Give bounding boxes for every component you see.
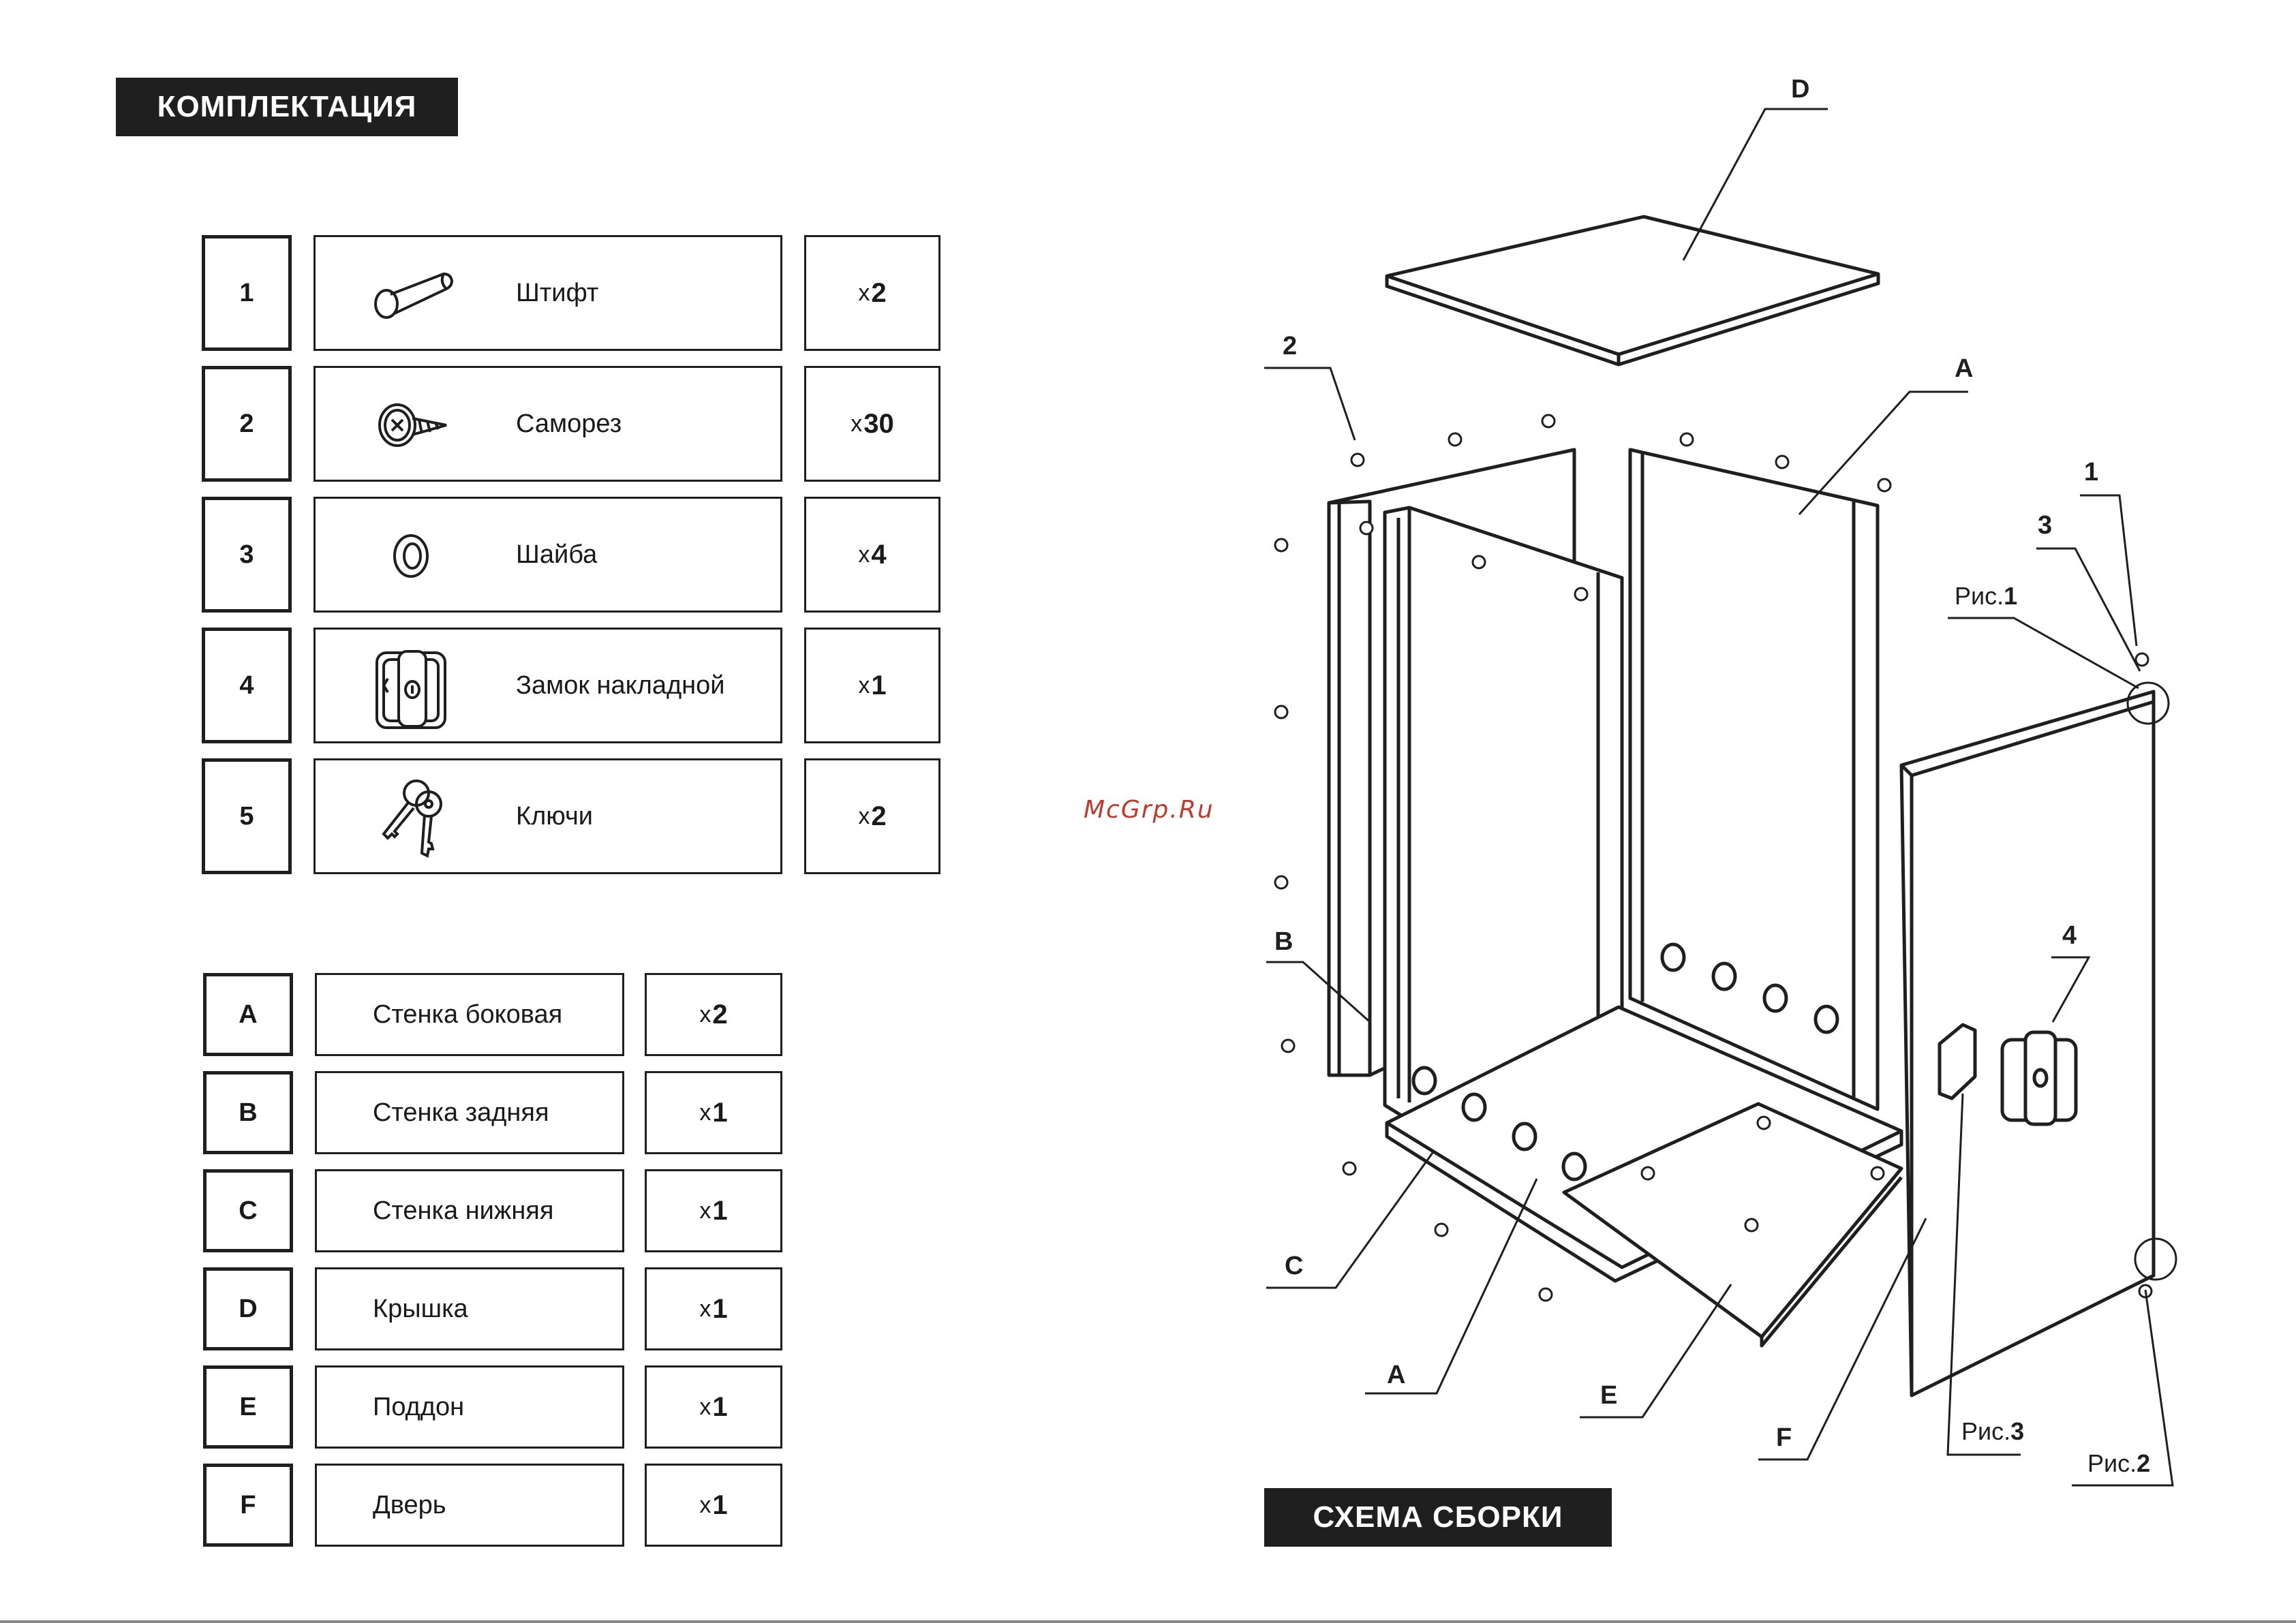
fig2-num: 2 [2137, 1449, 2150, 1477]
fig2-prefix: Рис. [2087, 1449, 2137, 1477]
callout-fig3: Рис.3 [1961, 1417, 2024, 1445]
callout-fig1: Рис.1 [1955, 582, 2017, 610]
callout-fig2: Рис.2 [2087, 1449, 2150, 1477]
callout-4: 4 [2062, 921, 2077, 950]
callout-c: C [1285, 1252, 1303, 1280]
callout-3: 3 [2038, 511, 2052, 540]
callout-a-bottom: A [1387, 1361, 1405, 1389]
fig1-num: 1 [2004, 582, 2017, 610]
callout-e: E [1600, 1381, 1617, 1410]
callout-b: B [1274, 927, 1293, 956]
panel-f-door [1901, 692, 2154, 1395]
panel-a-right [1630, 450, 1878, 1109]
callout-d: D [1791, 75, 1809, 104]
panel-d-lid [1387, 217, 1878, 365]
callout-2: 2 [1283, 332, 1297, 360]
callout-1: 1 [2084, 458, 2098, 486]
callout-f: F [1776, 1423, 1792, 1452]
page-bottom-rule [0, 1620, 2296, 1623]
fig1-prefix: Рис. [1955, 582, 2004, 610]
fig3-prefix: Рис. [1961, 1417, 2010, 1445]
fig3-num: 3 [2010, 1417, 2024, 1445]
assembly-title: СХЕМА СБОРКИ [1264, 1488, 1612, 1547]
callout-a-top: A [1955, 354, 1973, 383]
